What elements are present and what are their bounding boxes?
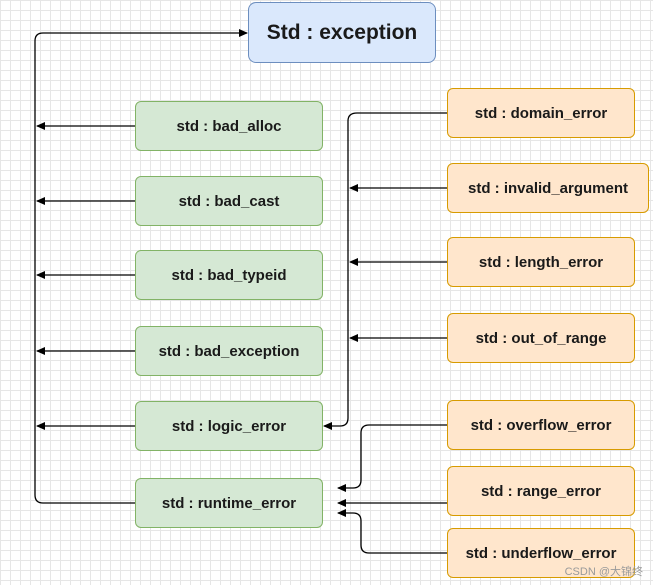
bad-typeid-node: std : bad_typeid <box>135 250 323 300</box>
length-error-node: std : length_error <box>447 237 635 287</box>
arrow-underflow-error-to-runtime-error <box>337 509 447 554</box>
runtime-error-node: std : runtime_error <box>135 478 323 528</box>
out-of-range-node: std : out_of_range <box>447 313 635 363</box>
std-exception-node: Std : exception <box>248 2 436 63</box>
domain-error-node: std : domain_error <box>447 88 635 138</box>
invalid-argument-node: std : invalid_argument <box>447 163 649 213</box>
arrow-runtime-error-to-exception <box>34 29 248 504</box>
arrow-domain-error-to-logic-error <box>323 112 447 430</box>
overflow-error-node: std : overflow_error <box>447 400 635 450</box>
logic-error-node: std : logic_error <box>135 401 323 451</box>
range-error-node: std : range_error <box>447 466 635 516</box>
bad-cast-node: std : bad_cast <box>135 176 323 226</box>
underflow-error-node: std : underflow_error <box>447 528 635 578</box>
watermark: CSDN @大锦终 <box>564 566 643 578</box>
bad-exception-node: std : bad_exception <box>135 326 323 376</box>
bad-alloc-node: std : bad_alloc <box>135 101 323 151</box>
arrow-overflow-error-to-runtime-error <box>337 424 447 492</box>
